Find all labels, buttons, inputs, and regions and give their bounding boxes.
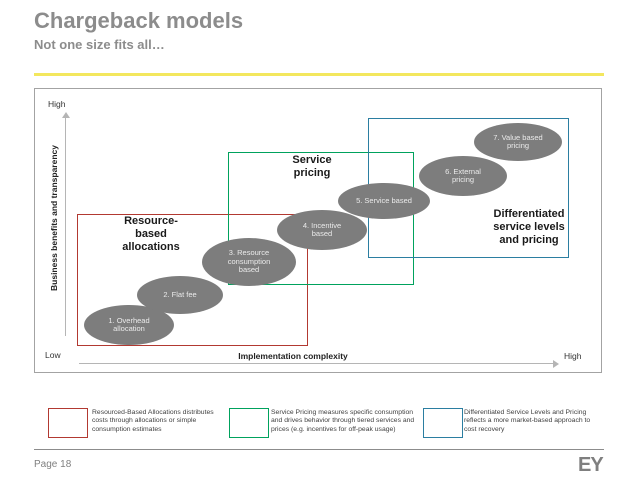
y-axis-title: Business benefits and transparency [49,145,59,291]
legend-text-resource-based: Resourced-Based Allocations distributes … [92,409,214,433]
legend-swatch-differentiated [423,408,463,438]
model-bubble-external-pricing: 6. External pricing [419,156,507,196]
origin-low-label: Low [45,350,61,360]
legend-text-differentiated: Differentiated Service Levels and Pricin… [464,409,591,433]
legend-swatch-service-pricing [229,408,269,438]
model-bubble-flat-fee: 2. Flat fee [137,276,223,314]
x-axis-arrow-icon [553,360,559,368]
model-bubble-value-based-pricing: 7. Value based pricing [474,123,562,161]
x-axis-high-label: High [564,351,582,361]
legend-swatch-resource-based [48,408,88,438]
ey-logo: EY [578,454,604,476]
y-axis-arrow-icon [61,112,70,118]
slide-title: Chargeback models [34,8,244,33]
y-axis-high-label: High [48,99,66,109]
accent-divider [34,73,604,76]
group-box-resource-based [77,214,308,346]
y-axis-line [65,117,66,336]
model-bubble-service-based: 5. Service based [338,183,430,219]
x-axis-title: Implementation complexity [238,351,348,361]
x-axis-line [79,363,553,364]
group-label-resource-based: Resource- based allocations [122,215,180,253]
diagram-frame: High Business benefits and transparency … [34,88,602,373]
legend-text-service-pricing: Service Pricing measures specific consum… [271,409,415,433]
group-label-differentiated: Differentiated service levels and pricin… [493,208,565,246]
group-label-service-pricing: Service pricing [292,154,332,179]
slide-subtitle: Not one size fits all… [34,37,165,52]
model-bubble-resource-consumption: 3. Resource consumption based [202,238,296,286]
group-box-service-pricing [228,152,414,285]
footer-divider [34,449,604,450]
page-number: Page 18 [34,459,72,470]
model-bubble-incentive-based: 4. Incentive based [277,210,367,250]
